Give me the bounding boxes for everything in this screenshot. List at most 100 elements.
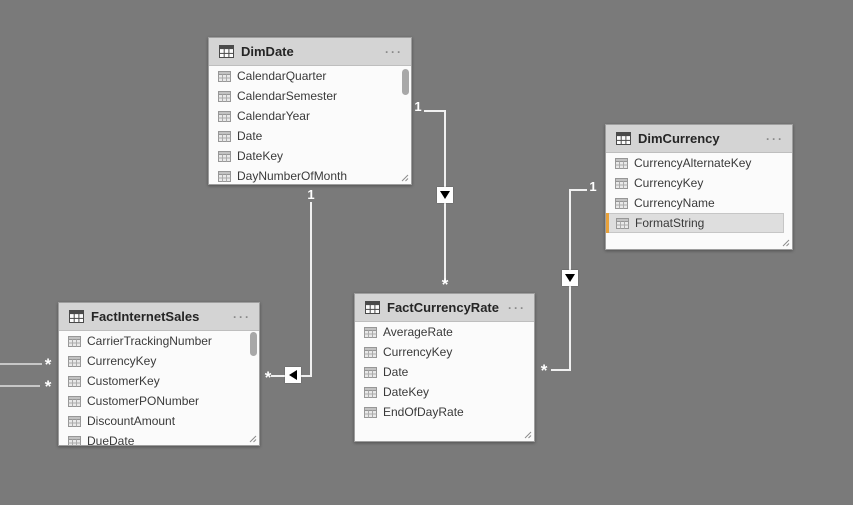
table-header-factcurrencyrate[interactable]: FactCurrencyRate ··· bbox=[355, 294, 534, 322]
field-row-currencykey[interactable]: CurrencyKey bbox=[606, 173, 792, 193]
cardinality-many-label: * bbox=[540, 361, 548, 380]
selected-field-accent-bar bbox=[606, 213, 609, 233]
field-table-icon bbox=[364, 326, 377, 338]
more-options-button[interactable]: ··· bbox=[385, 44, 403, 59]
field-row-datekey[interactable]: DateKey bbox=[209, 146, 411, 166]
field-label: CurrencyKey bbox=[383, 345, 453, 359]
field-table-icon bbox=[68, 355, 81, 367]
table-grid-icon bbox=[365, 301, 380, 314]
relationship-dimdate-factinternetsales-line[interactable] bbox=[310, 202, 312, 377]
resize-handle-icon[interactable] bbox=[249, 435, 257, 443]
field-label: AverageRate bbox=[383, 325, 453, 339]
field-label: CustomerKey bbox=[87, 374, 160, 388]
field-table-icon bbox=[68, 415, 81, 427]
field-row-date[interactable]: Date bbox=[209, 126, 411, 146]
field-row-currencykey[interactable]: CurrencyKey bbox=[355, 342, 534, 362]
relationship-dimcurrency-factcurrencyrate-line[interactable] bbox=[569, 189, 587, 191]
cardinality-one-label: 1 bbox=[589, 179, 597, 194]
field-table-icon bbox=[615, 177, 628, 189]
filter-direction-arrow-icon[interactable] bbox=[562, 270, 578, 286]
field-table-icon bbox=[364, 406, 377, 418]
more-options-button[interactable]: ··· bbox=[233, 309, 251, 324]
field-label: CurrencyKey bbox=[634, 176, 704, 190]
table-grid-icon bbox=[616, 132, 631, 145]
field-label: EndOfDayRate bbox=[383, 405, 464, 419]
field-label: CurrencyAlternateKey bbox=[634, 156, 752, 170]
more-options-button[interactable]: ··· bbox=[766, 131, 784, 146]
down-triangle-icon bbox=[565, 274, 575, 282]
table-header-factinternetsales[interactable]: FactInternetSales ··· bbox=[59, 303, 259, 331]
filter-direction-arrow-icon[interactable] bbox=[437, 187, 453, 203]
field-label: CalendarYear bbox=[237, 109, 310, 123]
more-options-button[interactable]: ··· bbox=[508, 300, 526, 315]
field-label: Date bbox=[237, 129, 263, 143]
field-row-formatstring[interactable]: FormatString bbox=[606, 213, 784, 233]
field-label: CurrencyName bbox=[634, 196, 715, 210]
field-row-customerkey[interactable]: CustomerKey bbox=[59, 371, 259, 391]
table-grid-icon bbox=[219, 45, 234, 58]
field-label: DateKey bbox=[383, 385, 430, 399]
cardinality-many-label: * bbox=[264, 368, 272, 387]
field-table-icon bbox=[218, 130, 231, 142]
table-header-dimdate[interactable]: DimDate ··· bbox=[209, 38, 411, 66]
field-table-icon bbox=[615, 157, 628, 169]
relationship-offscreen-line[interactable] bbox=[0, 385, 40, 387]
field-table-icon bbox=[364, 386, 377, 398]
cardinality-one-label: 1 bbox=[307, 187, 315, 202]
field-label: CustomerPONumber bbox=[87, 394, 200, 408]
field-table-icon bbox=[68, 395, 81, 407]
field-table-icon bbox=[364, 346, 377, 358]
field-row-averagerate[interactable]: AverageRate bbox=[355, 322, 534, 342]
field-row-customerponumber[interactable]: CustomerPONumber bbox=[59, 391, 259, 411]
field-table-icon bbox=[68, 375, 81, 387]
down-triangle-icon bbox=[440, 191, 450, 199]
relationship-dimcurrency-factcurrencyrate-line[interactable] bbox=[551, 369, 571, 371]
field-table-icon bbox=[218, 70, 231, 82]
field-row-calendarsemester[interactable]: CalendarSemester bbox=[209, 86, 411, 106]
table-title: FactInternetSales bbox=[91, 309, 200, 324]
filter-direction-arrow-icon[interactable] bbox=[285, 367, 301, 383]
vertical-scrollbar[interactable] bbox=[250, 332, 257, 356]
field-row-currencyalternatekey[interactable]: CurrencyAlternateKey bbox=[606, 153, 792, 173]
field-row-currencyname[interactable]: CurrencyName bbox=[606, 193, 792, 213]
field-table-icon bbox=[218, 170, 231, 182]
field-row-date[interactable]: Date bbox=[355, 362, 534, 382]
field-label: DayNumberOfMonth bbox=[237, 169, 348, 183]
resize-handle-icon[interactable] bbox=[524, 431, 532, 439]
field-table-icon bbox=[218, 110, 231, 122]
field-row-discountamount[interactable]: DiscountAmount bbox=[59, 411, 259, 431]
field-row-calendarquarter[interactable]: CalendarQuarter bbox=[209, 66, 411, 86]
field-label: DiscountAmount bbox=[87, 414, 176, 428]
resize-handle-icon[interactable] bbox=[782, 239, 790, 247]
field-table-icon bbox=[68, 335, 81, 347]
vertical-scrollbar[interactable] bbox=[402, 69, 409, 95]
left-triangle-icon bbox=[289, 370, 297, 380]
field-table-icon bbox=[364, 366, 377, 378]
resize-handle-icon[interactable] bbox=[401, 174, 409, 182]
table-header-dimcurrency[interactable]: DimCurrency ··· bbox=[606, 125, 792, 153]
table-title: DimDate bbox=[241, 44, 294, 59]
field-row-currencykey[interactable]: CurrencyKey bbox=[59, 351, 259, 371]
relationship-dimdate-factcurrencyrate-line[interactable] bbox=[424, 110, 446, 112]
field-table-icon bbox=[615, 197, 628, 209]
field-label: DueDate bbox=[87, 434, 135, 446]
field-row-duedate[interactable]: DueDate bbox=[59, 431, 259, 446]
field-row-datekey[interactable]: DateKey bbox=[355, 382, 534, 402]
field-row-calendaryear[interactable]: CalendarYear bbox=[209, 106, 411, 126]
table-card-factinternetsales[interactable]: FactInternetSales ··· CarrierTrackingNum… bbox=[58, 302, 260, 446]
field-row-endofdayrate[interactable]: EndOfDayRate bbox=[355, 402, 534, 422]
field-row-carriertrackingnumber[interactable]: CarrierTrackingNumber bbox=[59, 331, 259, 351]
field-table-icon bbox=[616, 217, 629, 229]
relationship-offscreen-line[interactable] bbox=[0, 363, 42, 365]
field-label: CalendarSemester bbox=[237, 89, 338, 103]
field-row-daynumberofmonth[interactable]: DayNumberOfMonth bbox=[209, 166, 411, 184]
cardinality-many-label: * bbox=[44, 355, 52, 374]
